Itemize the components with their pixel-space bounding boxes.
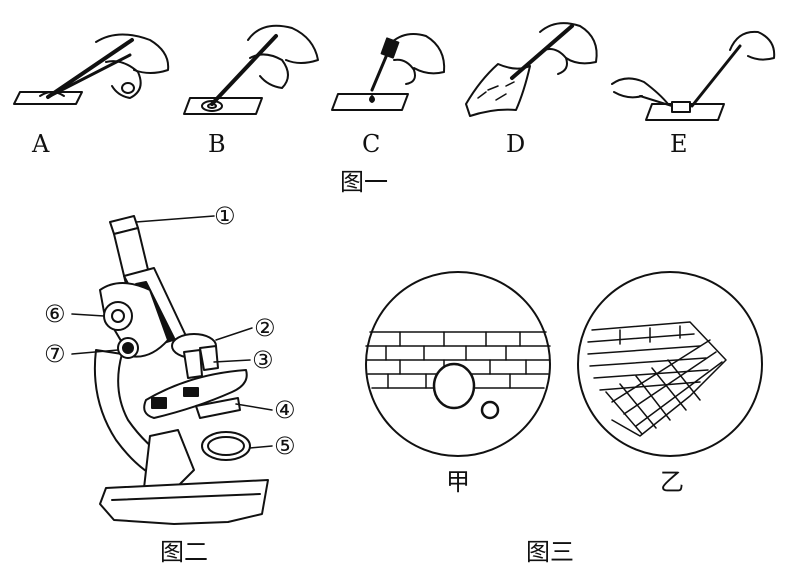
air-bubble-small [480, 400, 500, 420]
part-label-1: ① [214, 202, 236, 230]
air-bubble-large [432, 362, 476, 410]
step-e-illustration [611, 30, 776, 121]
step-d-illustration [465, 22, 598, 117]
step-label-b: B [208, 130, 226, 158]
part-label-6: ⑥ [44, 300, 66, 328]
part-label-3: ③ [252, 346, 274, 374]
step-label-d: D [506, 130, 526, 158]
step-c-illustration [331, 33, 446, 111]
figure2-caption: 图二 [160, 538, 208, 566]
step-label-a: A [32, 130, 50, 158]
step-b-illustration [183, 24, 319, 115]
view-label-yi: 乙 [660, 468, 684, 496]
stage-platform [143, 369, 248, 419]
objective-lens [183, 345, 219, 379]
step-label-e: E [670, 130, 688, 158]
figure1-caption: 图一 [340, 168, 388, 196]
figure3-caption: 图三 [526, 538, 574, 566]
mirror [201, 431, 251, 461]
microscope-illustration [93, 215, 269, 525]
step-label-c: C [362, 130, 381, 158]
part-label-4: ④ [274, 396, 296, 424]
coarse-focus-knob [103, 301, 133, 331]
part-label-7: ⑦ [44, 340, 66, 368]
step-a-illustration [13, 33, 170, 105]
leader-lines [71, 215, 273, 449]
view-label-jia: 甲 [446, 468, 470, 496]
view-yi-illustration [577, 271, 763, 457]
part-label-5: ⑤ [274, 432, 296, 460]
view-jia-illustration [365, 271, 551, 457]
fine-focus-knob [117, 337, 139, 359]
base [99, 429, 269, 525]
part-label-2: ② [254, 314, 276, 342]
